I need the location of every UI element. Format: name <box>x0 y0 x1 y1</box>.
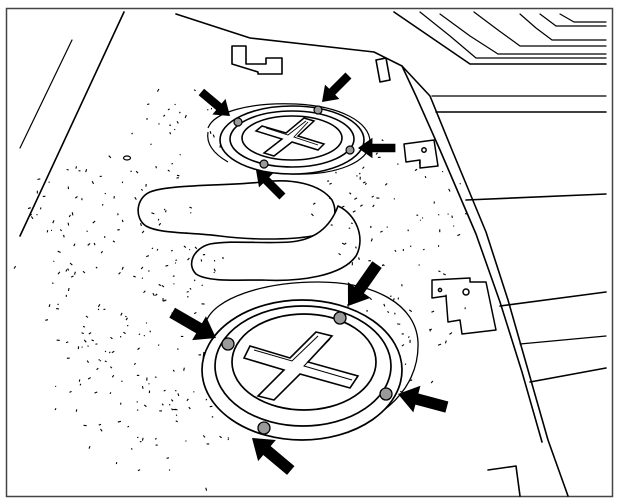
callout-arrow-upper-left <box>198 88 230 116</box>
callout-arrows <box>169 72 449 475</box>
callout-arrow-lower-bottom <box>252 438 295 475</box>
callout-arrow-upper-top <box>322 72 352 102</box>
lower-plug-screw-markers <box>221 311 393 435</box>
mounting-bracket-lower <box>431 277 497 335</box>
mounting-bracket-upper <box>403 139 439 169</box>
callout-arrow-lower-right <box>398 385 449 413</box>
upper-drain-plug <box>207 103 371 175</box>
lower-plug-cross-recess <box>242 331 360 401</box>
callout-arrow-lower-top <box>347 261 382 306</box>
lower-drain-plug <box>201 281 419 441</box>
upper-plug-screw-markers <box>233 105 355 169</box>
callout-arrow-upper-bottom <box>256 170 286 200</box>
body-panel-lines <box>19 11 607 497</box>
callout-arrow-upper-right <box>358 137 396 159</box>
callout-arrow-lower-left <box>169 307 216 341</box>
sealant-residue <box>137 180 361 282</box>
upper-plug-cross-recess <box>254 117 326 157</box>
